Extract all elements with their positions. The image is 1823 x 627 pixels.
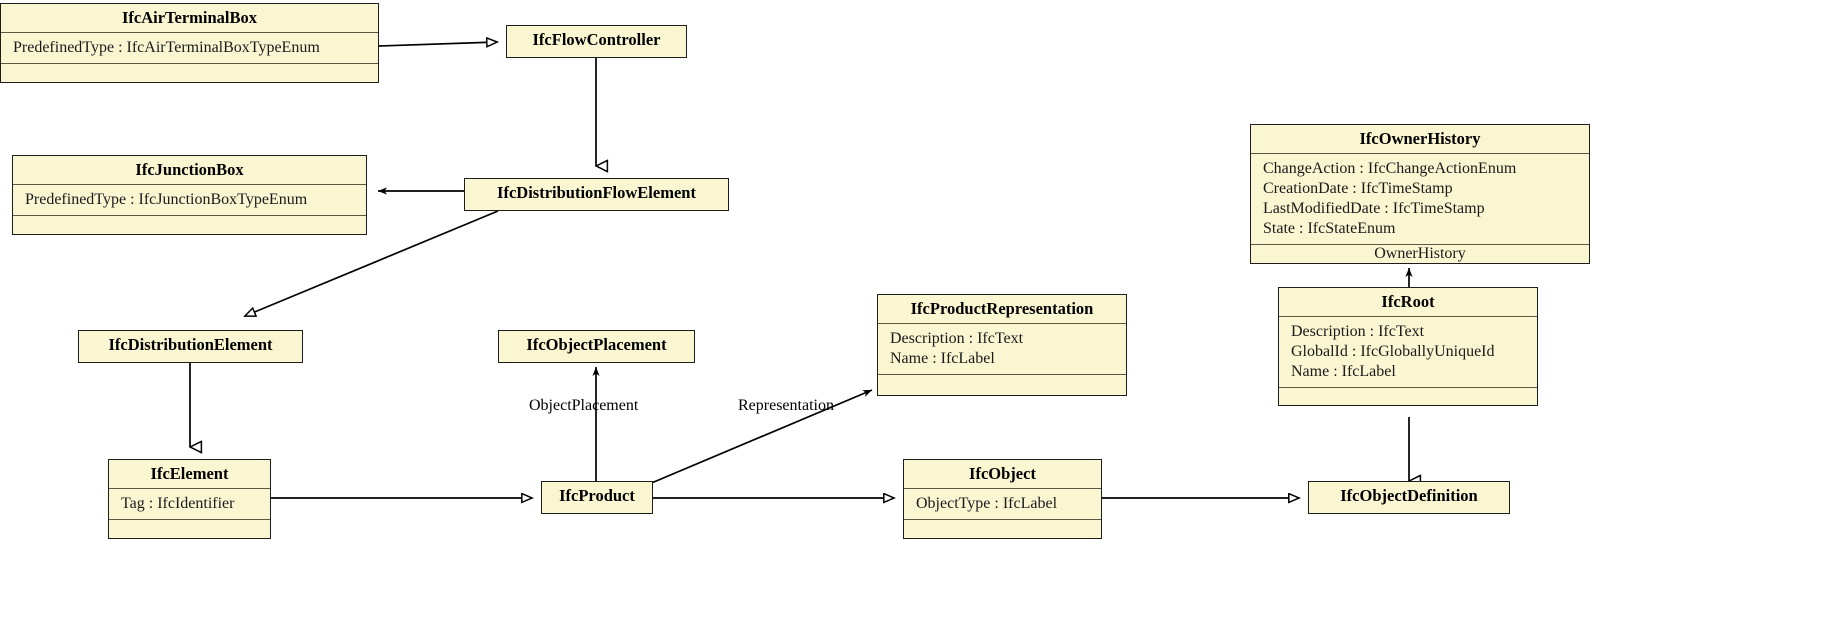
class-attribute: Tag : IfcIdentifier bbox=[121, 495, 235, 513]
class-name: IfcDistributionElement bbox=[108, 335, 273, 354]
class-attribute: ObjectType : IfcLabel bbox=[916, 495, 1058, 513]
operations-compartment bbox=[13, 216, 366, 233]
operations-compartment bbox=[1, 64, 378, 81]
operations-compartment bbox=[109, 520, 270, 537]
class-name: IfcOwnerHistory bbox=[1359, 129, 1481, 148]
edge-airterminal-to-flowcontroller bbox=[378, 42, 497, 46]
edge-label-lbl-representation: Representation bbox=[738, 397, 834, 414]
class-name: IfcProductRepresentation bbox=[910, 299, 1094, 318]
compartment-divider bbox=[1251, 244, 1589, 246]
compartment-divider bbox=[1, 63, 378, 65]
class-attribute: CreationDate : IfcTimeStamp bbox=[1263, 180, 1453, 198]
compartment-divider bbox=[878, 374, 1126, 376]
operations-compartment bbox=[1279, 388, 1537, 405]
compartment-divider bbox=[13, 215, 366, 217]
compartment-divider bbox=[1279, 387, 1537, 389]
compartment-divider bbox=[109, 519, 270, 521]
class-name: IfcAirTerminalBox bbox=[121, 8, 258, 27]
attribute-compartment: Tag : IfcIdentifier bbox=[109, 489, 270, 519]
class-box-ifcobjectplacement[interactable]: IfcObjectPlacement bbox=[498, 330, 695, 363]
class-attribute: Description : IfcText bbox=[890, 330, 1024, 348]
compartment-divider bbox=[109, 488, 270, 490]
class-attribute: Description : IfcText bbox=[1291, 323, 1425, 341]
relationship-role-label: OwnerHistory bbox=[1374, 245, 1466, 263]
class-attribute: PredefinedType : IfcJunctionBoxTypeEnum bbox=[25, 191, 308, 209]
class-name: IfcObjectDefinition bbox=[1340, 486, 1478, 505]
attribute-compartment: PredefinedType : IfcAirTerminalBoxTypeEn… bbox=[1, 33, 378, 63]
class-box-ifcobjectdefinition[interactable]: IfcObjectDefinition bbox=[1308, 481, 1510, 514]
compartment-divider bbox=[13, 184, 366, 186]
class-box-ifcdistributionelement[interactable]: IfcDistributionElement bbox=[78, 330, 303, 363]
edge-label-lbl-objectplacement: ObjectPlacement bbox=[529, 397, 639, 414]
class-attribute: ChangeAction : IfcChangeActionEnum bbox=[1263, 160, 1517, 178]
attribute-compartment: ObjectType : IfcLabel bbox=[904, 489, 1101, 519]
class-attribute: Name : IfcLabel bbox=[1291, 363, 1396, 381]
class-name: IfcObject bbox=[969, 464, 1036, 483]
class-attribute: Name : IfcLabel bbox=[890, 350, 995, 368]
class-name: IfcDistributionFlowElement bbox=[497, 183, 696, 202]
compartment-divider bbox=[878, 323, 1126, 325]
class-name: IfcRoot bbox=[1381, 292, 1435, 311]
class-name: IfcProduct bbox=[559, 486, 635, 505]
compartment-divider bbox=[904, 488, 1101, 490]
operations-compartment: OwnerHistory bbox=[1251, 245, 1589, 263]
class-box-ifcdistributionflowelement[interactable]: IfcDistributionFlowElement bbox=[464, 178, 729, 211]
class-name: IfcObjectPlacement bbox=[526, 335, 667, 354]
compartment-divider bbox=[904, 519, 1101, 521]
class-attribute: PredefinedType : IfcAirTerminalBoxTypeEn… bbox=[13, 39, 320, 57]
class-name: IfcJunctionBox bbox=[135, 160, 244, 179]
attribute-compartment: PredefinedType : IfcJunctionBoxTypeEnum bbox=[13, 185, 366, 215]
operations-compartment bbox=[878, 375, 1126, 392]
compartment-divider bbox=[1, 32, 378, 34]
class-box-ifcproduct[interactable]: IfcProduct bbox=[541, 481, 653, 514]
class-attribute: State : IfcStateEnum bbox=[1263, 220, 1396, 238]
class-box-ifcflowcontroller[interactable]: IfcFlowController bbox=[506, 25, 687, 58]
class-name: IfcElement bbox=[150, 464, 229, 483]
class-attribute: GlobalId : IfcGloballyUniqueId bbox=[1291, 343, 1495, 361]
compartment-divider bbox=[1279, 316, 1537, 318]
compartment-divider bbox=[1251, 153, 1589, 155]
class-name: IfcFlowController bbox=[532, 30, 661, 49]
class-attribute: LastModifiedDate : IfcTimeStamp bbox=[1263, 200, 1485, 218]
operations-compartment bbox=[904, 520, 1101, 537]
